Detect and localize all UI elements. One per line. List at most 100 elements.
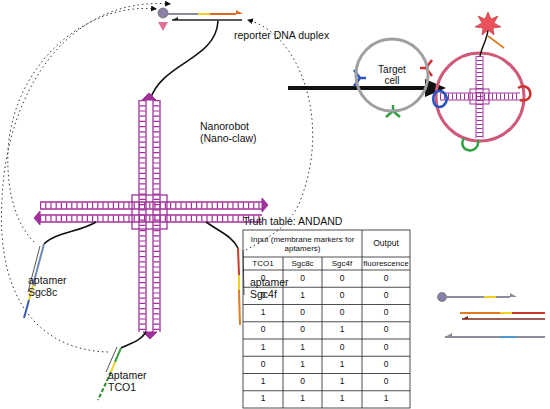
part-label: aptamer Sgc4f <box>250 274 294 302</box>
table-cell: 0 <box>243 356 283 373</box>
dna-strand <box>168 13 198 15</box>
strand-head <box>462 316 468 319</box>
table-cell: 0 <box>243 287 283 304</box>
dna-strand <box>447 296 484 298</box>
table-cell: 0 <box>362 287 410 304</box>
table-cell: 1 <box>362 391 410 408</box>
table-cell: 0 <box>283 322 322 339</box>
cell-circle: Target cell <box>354 37 430 113</box>
strand-head <box>445 333 452 337</box>
helix-rungs <box>40 203 262 209</box>
aptamer-strand <box>238 248 239 275</box>
table-cell: 0 <box>322 305 362 322</box>
table-header: Output <box>363 231 409 257</box>
helix <box>152 100 153 332</box>
table-cell: 1 <box>283 356 322 373</box>
part-label: Nanorobot (Nano-claw) <box>200 118 264 146</box>
fluorescence-star <box>475 12 501 35</box>
aptamer-strand <box>24 300 29 318</box>
strand-head <box>510 293 517 297</box>
dna-strand <box>172 19 242 21</box>
dna-strand <box>445 336 500 338</box>
strand-head <box>142 93 156 100</box>
linker-strand <box>206 222 238 248</box>
table-cell: 1 <box>243 305 283 322</box>
helix <box>40 208 262 209</box>
bound-cell <box>436 53 524 141</box>
table-cell: 0 <box>243 322 283 339</box>
table-grid <box>243 230 410 408</box>
table-cell: 0 <box>322 287 362 304</box>
nanorobot-bound <box>440 56 520 138</box>
dotted-arc <box>1 4 170 352</box>
helix-rungs <box>140 100 146 332</box>
dna-strand <box>198 13 210 15</box>
helix-rungs <box>40 216 262 222</box>
table-header: Sgc4f <box>322 257 362 270</box>
dna-strand <box>500 336 516 338</box>
table-rule <box>243 356 410 357</box>
dna-strand <box>516 336 545 338</box>
helix <box>483 56 484 138</box>
bound-aptamer <box>433 91 447 107</box>
table-cell: 0 <box>283 270 322 287</box>
hub <box>132 195 167 229</box>
table-border <box>243 230 410 408</box>
strand-head <box>172 17 178 20</box>
dna-strand <box>500 312 512 314</box>
nanorobot <box>34 93 268 339</box>
table-rule <box>243 321 410 322</box>
linker-strand <box>480 30 488 56</box>
table-cell: 1 <box>322 356 362 373</box>
table-cell: 1 <box>283 287 322 304</box>
strand-head <box>236 10 243 14</box>
table-rule <box>322 257 323 408</box>
helix <box>476 56 477 138</box>
table-cell: 0 <box>362 339 410 356</box>
table-cell: 1 <box>283 391 322 408</box>
dna-strand <box>496 296 510 298</box>
dna-strand <box>484 296 496 298</box>
dna-strand <box>462 318 545 320</box>
dna-strand <box>210 13 236 15</box>
strand-head <box>34 211 40 225</box>
dna-strand <box>512 312 545 314</box>
table-cell: 0 <box>362 374 410 391</box>
linker-strand <box>44 222 96 244</box>
table-cell: 1 <box>322 391 362 408</box>
node-label: Target cell <box>370 64 414 87</box>
strand-head <box>262 198 268 212</box>
quencher <box>158 22 168 31</box>
table-cell: 0 <box>322 339 362 356</box>
table-header: Input (membrane markers for aptamers) <box>244 231 361 257</box>
helix <box>159 100 160 332</box>
table-cell: 1 <box>322 322 362 339</box>
table-rule <box>243 373 410 374</box>
table-cell: 1 <box>243 391 283 408</box>
table-rule <box>243 257 410 258</box>
linker-strand <box>121 332 146 348</box>
bound-aptamer <box>518 86 530 100</box>
table-rule <box>243 304 410 305</box>
dna-strand <box>460 312 500 314</box>
table-header: fluorescence <box>362 257 410 270</box>
table-cell: 0 <box>283 374 322 391</box>
part-label: aptamer TCO1 <box>108 367 152 395</box>
helix <box>40 221 262 222</box>
fluorophore <box>158 8 168 18</box>
helix <box>145 100 146 332</box>
table-rule <box>362 230 363 408</box>
complement-strand <box>106 347 117 372</box>
helix <box>40 201 262 202</box>
table-rule <box>243 339 410 340</box>
table-cell: 1 <box>243 374 283 391</box>
dna-strand <box>488 36 504 48</box>
cell-membrane <box>356 39 428 111</box>
part-label: reporter DNA duplex <box>234 28 324 42</box>
table-cell: 1 <box>243 339 283 356</box>
bound-aptamer <box>462 138 478 150</box>
table-cell: 0 <box>362 270 410 287</box>
hub <box>470 89 489 104</box>
